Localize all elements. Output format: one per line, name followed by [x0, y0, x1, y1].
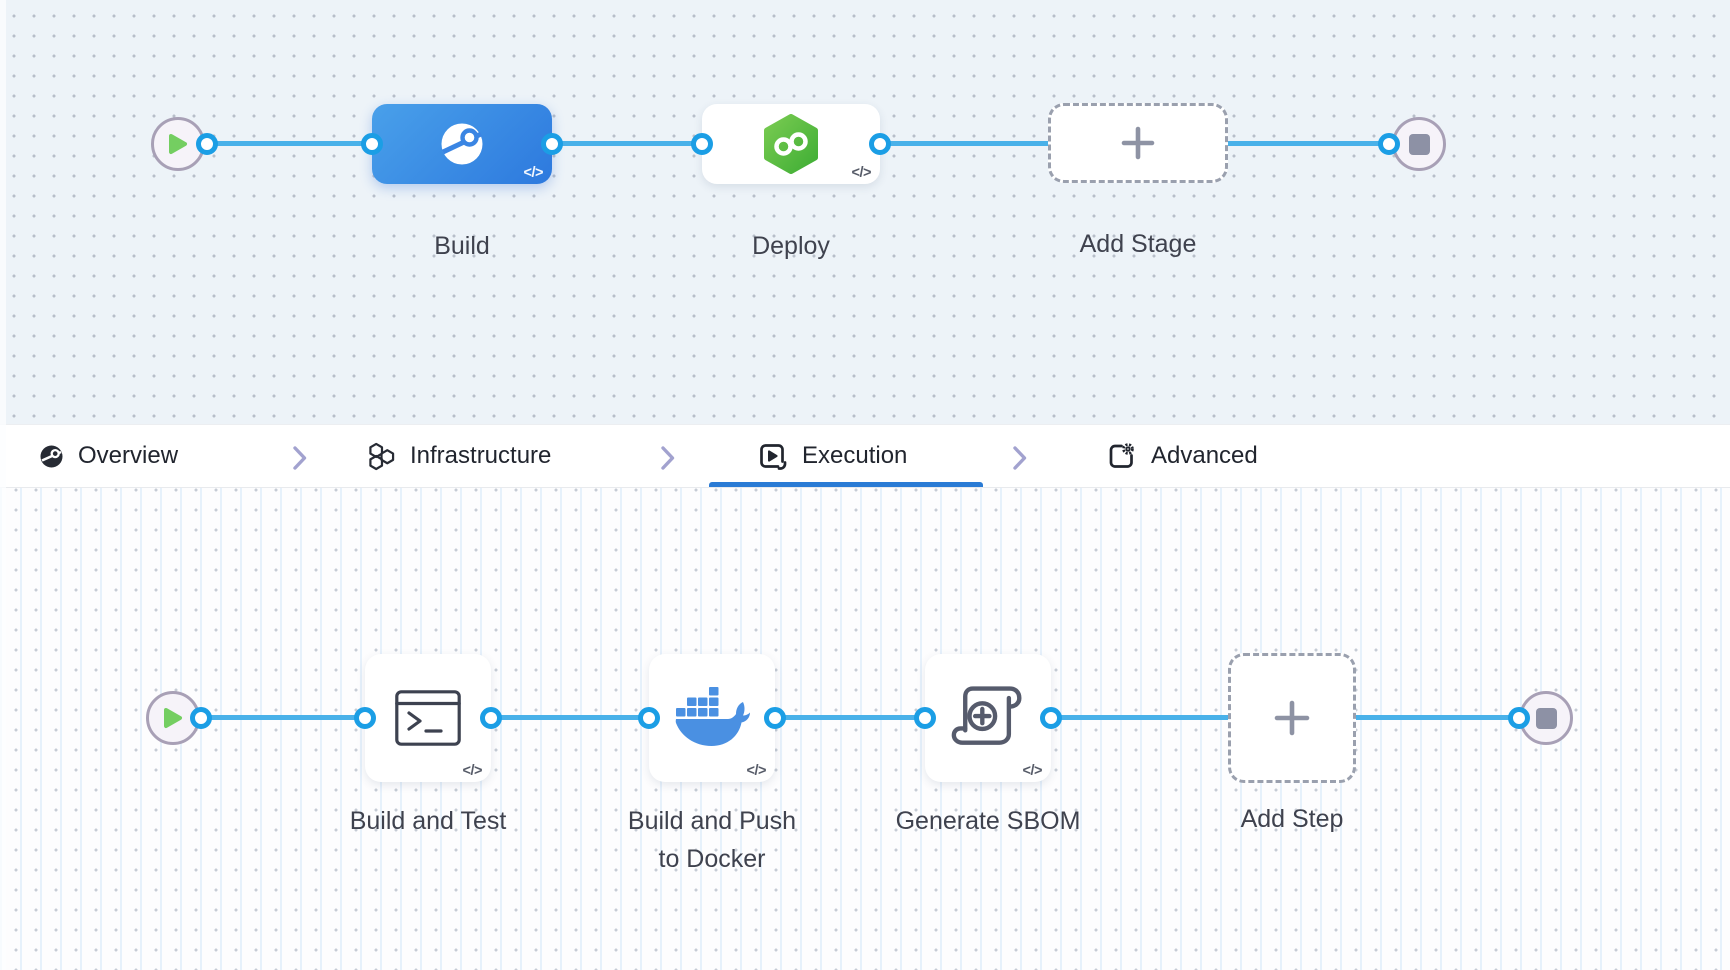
stage-graph-canvas[interactable]: </> </>	[0, 0, 1730, 424]
canvas-left-edge	[0, 0, 6, 970]
step-label: Build and Push to Docker	[627, 807, 797, 873]
connector-port[interactable]	[190, 707, 212, 729]
ci-icon	[441, 123, 483, 165]
step-node-build-and-push-to-docker[interactable]: </>	[649, 654, 775, 782]
stage-label: Add Stage	[1079, 230, 1197, 258]
overview-icon	[40, 445, 63, 467]
active-tab-underline	[709, 482, 983, 487]
connector-port[interactable]	[1040, 707, 1062, 729]
connector-port[interactable]	[1508, 707, 1530, 729]
connector-port[interactable]	[196, 133, 218, 155]
add-stage-node[interactable]	[1048, 103, 1228, 183]
chevron-right-icon	[293, 446, 307, 470]
chevron-right-icon	[661, 446, 675, 470]
play-icon	[164, 708, 182, 728]
infrastructure-icon	[369, 442, 395, 471]
connector-port[interactable]	[691, 133, 713, 155]
connector-port[interactable]	[361, 133, 383, 155]
stop-icon	[1408, 133, 1430, 155]
connector-port[interactable]	[354, 707, 376, 729]
end-node[interactable]	[1392, 117, 1446, 171]
connector-port[interactable]	[914, 707, 936, 729]
tab-label: Infrastructure	[410, 442, 552, 469]
chevron-right-icon	[1013, 446, 1027, 470]
code-icon: </>	[462, 763, 483, 779]
step-node-generate-sbom[interactable]: </>	[925, 654, 1051, 782]
execution-icon	[760, 444, 787, 470]
stop-icon	[1535, 707, 1557, 729]
cd-icon	[764, 114, 818, 174]
connector-port[interactable]	[541, 133, 563, 155]
step-label: Generate SBOM	[895, 807, 1081, 835]
tab-advanced[interactable]: Advanced	[1106, 425, 1258, 487]
tab-label: Execution	[802, 442, 908, 469]
code-icon: </>	[523, 165, 544, 181]
tab-overview[interactable]: Overview	[40, 425, 178, 487]
code-icon: </>	[1022, 763, 1043, 779]
connector-port[interactable]	[869, 133, 891, 155]
stage-label: Deploy	[752, 232, 830, 260]
tab-infrastructure[interactable]: Infrastructure	[368, 425, 551, 487]
code-icon: </>	[746, 763, 767, 779]
execution-graph-canvas[interactable]: </> </>	[0, 488, 1730, 970]
add-step-node[interactable]	[1228, 653, 1356, 783]
tab-label: Advanced	[1151, 442, 1258, 469]
connector-port[interactable]	[480, 707, 502, 729]
code-icon: </>	[851, 165, 872, 181]
docker-icon	[675, 687, 750, 746]
connector-line	[201, 715, 1519, 720]
stage-label: Build	[434, 232, 490, 260]
start-node[interactable]	[151, 117, 205, 171]
tab-label: Overview	[78, 442, 179, 469]
stage-config-tabbar: Overview Infrastructure Ex	[0, 424, 1730, 488]
stage-node-build[interactable]: </>	[372, 104, 552, 184]
advanced-icon	[1109, 443, 1134, 468]
plus-icon	[1274, 700, 1310, 736]
stage-node-deploy[interactable]: </>	[702, 104, 880, 184]
step-label: Add Step	[1240, 805, 1344, 833]
plus-icon	[1121, 126, 1155, 160]
connector-port[interactable]	[638, 707, 660, 729]
step-label: Build and Test	[349, 807, 507, 835]
tab-execution[interactable]: Execution	[757, 425, 907, 487]
terminal-icon	[395, 690, 461, 746]
connector-port[interactable]	[764, 707, 786, 729]
step-node-build-and-test[interactable]: </>	[365, 654, 491, 782]
connector-port[interactable]	[1378, 133, 1400, 155]
play-icon	[169, 134, 187, 154]
scroll-plus-icon	[951, 686, 1022, 745]
